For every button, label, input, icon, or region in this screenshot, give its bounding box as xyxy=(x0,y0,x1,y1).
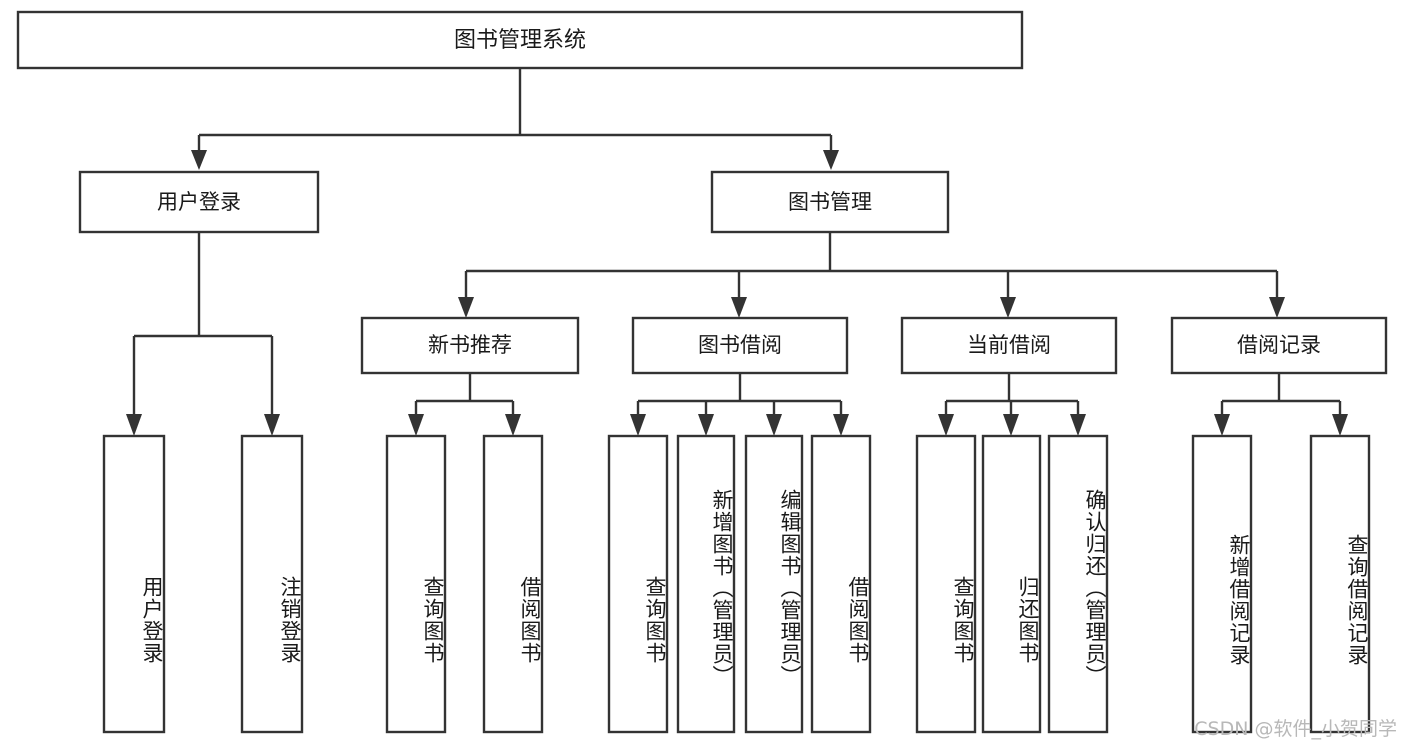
arrow-head-current-borrow xyxy=(1000,297,1016,318)
arrow-head-leaf-borrow-book-1 xyxy=(505,414,521,436)
connector-current-borrow-to-leaves xyxy=(938,373,1086,436)
leaf-box-query-record[interactable] xyxy=(1309,434,1371,734)
arrow-head-leaf-query-book-3 xyxy=(938,414,954,436)
current-borrow-label: 当前借阅 xyxy=(967,333,1051,357)
leaf-box-return-book[interactable] xyxy=(981,434,1042,734)
node-book-borrow[interactable]: 图书借阅 xyxy=(631,316,849,375)
user-login-label: 用户登录 xyxy=(157,190,241,214)
new-book-recommend-box xyxy=(360,316,580,375)
arrow-head-leaf-return-book xyxy=(1003,414,1019,436)
root-box xyxy=(16,10,1024,70)
arrow-head-leaf-query-book-1 xyxy=(408,414,424,436)
leaf-box-user-login[interactable] xyxy=(102,434,166,734)
arrow-head-borrow-record xyxy=(1269,297,1285,318)
node-current-borrow[interactable]: 当前借阅 xyxy=(900,316,1118,375)
node-root[interactable]: 图书管理系统 xyxy=(16,10,1024,70)
connector-user-login-to-leaves xyxy=(126,232,280,436)
node-new-book-recommend[interactable]: 新书推荐 xyxy=(360,316,580,375)
leaf-box-query-book-3[interactable] xyxy=(915,434,977,734)
leaf-box-query-book-2[interactable] xyxy=(607,434,669,734)
book-manage-label: 图书管理 xyxy=(788,190,872,214)
leaf-box-edit-book[interactable] xyxy=(744,434,804,734)
arrow-head-user-login xyxy=(191,150,207,170)
current-borrow-box xyxy=(900,316,1118,375)
new-book-recommend-label: 新书推荐 xyxy=(428,333,512,357)
borrow-record-label: 借阅记录 xyxy=(1237,333,1321,357)
node-book-manage[interactable]: 图书管理 xyxy=(710,170,950,234)
leaf-box-logout[interactable] xyxy=(240,434,304,734)
book-borrow-label: 图书借阅 xyxy=(698,333,782,357)
user-login-box xyxy=(78,170,320,234)
leaf-box-add-record[interactable] xyxy=(1191,434,1253,734)
arrow-head-leaf-add-book xyxy=(698,414,714,436)
arrow-head-book-borrow xyxy=(731,297,747,318)
leaf-box-confirm-return[interactable] xyxy=(1047,434,1109,734)
connector-new-book-to-leaves xyxy=(408,373,521,436)
arrow-head-leaf-query-record xyxy=(1332,414,1348,436)
root-label: 图书管理系统 xyxy=(454,28,586,53)
connector-book-manage-to-level3 xyxy=(458,232,1285,318)
leaf-box-borrow-book-2[interactable] xyxy=(810,434,872,734)
connector-book-borrow-to-leaves xyxy=(630,373,849,436)
connector-root-to-level2 xyxy=(191,68,839,170)
leaf-box-add-book[interactable] xyxy=(676,434,736,734)
arrow-head-leaf-user-login xyxy=(126,414,142,436)
node-user-login[interactable]: 用户登录 xyxy=(78,170,320,234)
arrow-head-leaf-borrow-book-2 xyxy=(833,414,849,436)
node-borrow-record[interactable]: 借阅记录 xyxy=(1170,316,1388,375)
arrow-head-leaf-query-book-2 xyxy=(630,414,646,436)
arrow-head-leaf-add-record xyxy=(1214,414,1230,436)
arrow-head-leaf-edit-book xyxy=(766,414,782,436)
arrow-head-new-book xyxy=(458,297,474,318)
arrow-head-leaf-logout xyxy=(264,414,280,436)
arrow-head-book-manage xyxy=(823,150,839,170)
leaf-box-borrow-book-1[interactable] xyxy=(482,434,544,734)
arrow-head-leaf-confirm-return xyxy=(1070,414,1086,436)
csdn-watermark: CSDN @软件_小贺同学 xyxy=(1194,718,1397,740)
connector-borrow-record-to-leaves xyxy=(1214,373,1348,436)
leaf-box-query-book-1[interactable] xyxy=(385,434,447,734)
